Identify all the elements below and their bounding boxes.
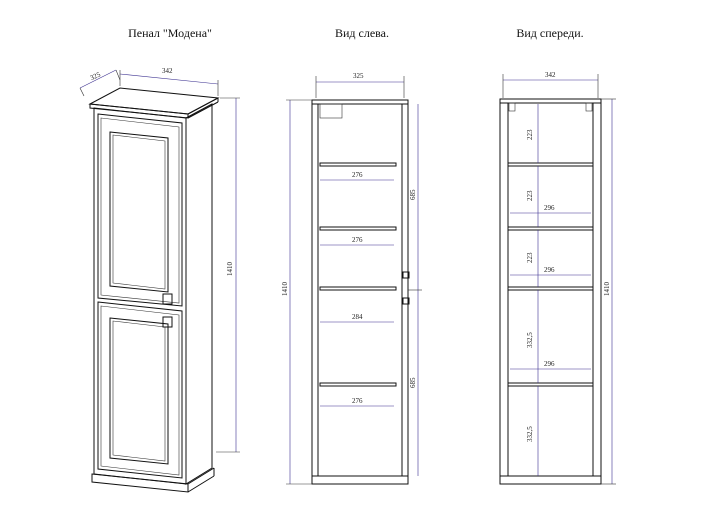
front-spacing-5: 332,5 — [526, 426, 534, 442]
front-shelf-1: 296 — [544, 204, 555, 212]
left-width-label: 325 — [353, 72, 364, 80]
iso-title: Пенал "Модена" — [128, 26, 212, 40]
left-shelf-1: 276 — [352, 171, 363, 179]
front-view-title: Вид спереди. — [516, 26, 584, 40]
iso-height-label: 1410 — [226, 262, 234, 277]
left-height-label: 1410 — [281, 282, 289, 297]
front-spacing-4: 332,5 — [526, 332, 534, 348]
front-width-label: 342 — [545, 71, 556, 79]
left-view-title: Вид слева. — [334, 26, 390, 40]
iso-width-label: 342 — [162, 67, 173, 75]
left-shelf-2: 276 — [352, 236, 363, 244]
left-lower-label: 685 — [409, 377, 417, 388]
front-height-label: 1410 — [603, 282, 611, 297]
left-shelf-3: 284 — [352, 313, 363, 321]
left-upper-label: 685 — [409, 189, 417, 200]
front-shelf-3: 296 — [544, 360, 555, 368]
front-spacing-2: 223 — [526, 190, 534, 201]
iso-view: 325 342 1410 — [79, 67, 240, 493]
front-view: 342 223 223 223 332,5 332,5 296 296 296 — [499, 71, 616, 485]
left-shelf-4: 276 — [352, 397, 363, 405]
front-spacing-3: 223 — [526, 252, 534, 263]
iso-depth-label: 325 — [89, 70, 102, 82]
front-spacing-1: 223 — [526, 129, 534, 140]
front-shelf-2: 296 — [544, 266, 555, 274]
left-view: 325 276 276 284 276 1410 685 685 — [281, 72, 422, 485]
